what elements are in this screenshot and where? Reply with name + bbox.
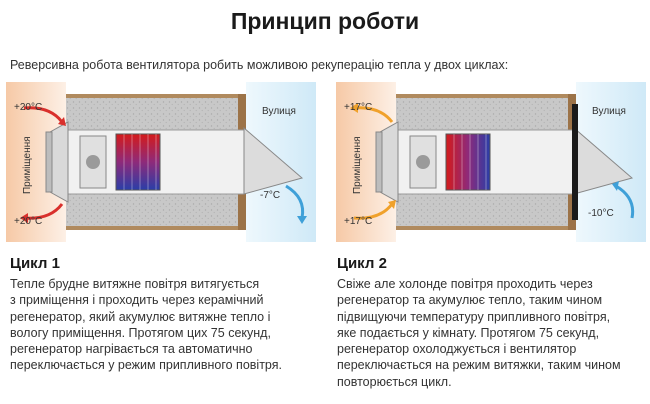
room-label: Приміщення xyxy=(352,136,363,194)
temp-top-label: +20°C xyxy=(14,102,42,113)
street-label: Вулиця xyxy=(592,106,626,117)
cycle-2-description: Свіже але холонде повітря проходить чере… xyxy=(337,277,621,389)
street-label: Вулиця xyxy=(262,106,296,117)
cycle-1-description: Тепле брудне витяжне повітря витягується… xyxy=(10,277,282,373)
intro-text: Реверсивна робота вентилятора робить мож… xyxy=(10,58,509,72)
cycle-2-title: Цикл 2 xyxy=(337,255,387,272)
temp-outside-label: -7°C xyxy=(260,190,280,201)
temp-outside-label: -10°C xyxy=(588,208,614,219)
temp-top-label: +17°C xyxy=(344,102,372,113)
cycle-2-diagram: +17°C +17°C -10°C Вулиця Приміщення xyxy=(336,82,646,242)
temp-bottom-label: +17°C xyxy=(344,216,372,227)
cycle-1-diagram: +20°C +20°C -7°C Вулиця Приміщення xyxy=(6,82,316,242)
cycle-1-title: Цикл 1 xyxy=(10,255,60,272)
page-title: Принцип роботи xyxy=(230,8,420,34)
room-label: Приміщення xyxy=(22,136,33,194)
temp-bottom-label: +20°C xyxy=(14,216,42,227)
